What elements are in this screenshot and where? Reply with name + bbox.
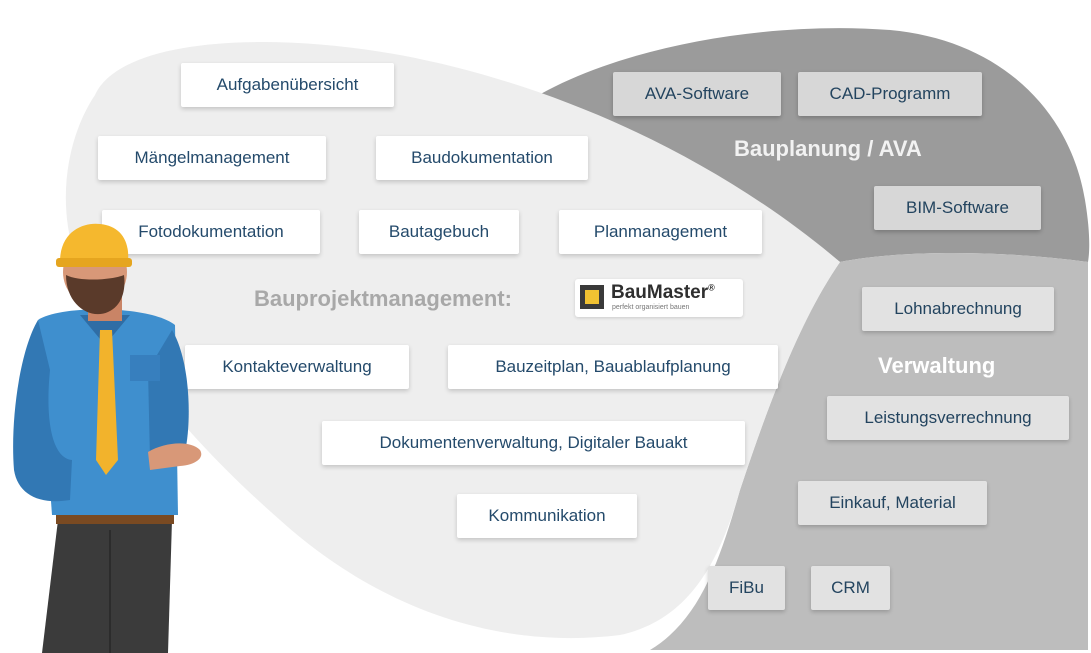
chip-leistungsverrechnung: Leistungsverrechnung xyxy=(827,396,1069,440)
logo-tagline: perfekt organisiert bauen xyxy=(612,304,690,311)
chip-fotodokumentation: Fotodokumentation xyxy=(102,210,320,254)
heading-bauprojektmanagement: Bauprojektmanagement: xyxy=(254,286,512,311)
chip-cad-programm: CAD-Programm xyxy=(798,72,982,116)
chip-bautagebuch: Bautagebuch xyxy=(359,210,519,254)
chip-aufgabenuebersicht: Aufgabenübersicht xyxy=(181,63,394,107)
chip-bim-software: BIM-Software xyxy=(874,186,1041,230)
chip-fibu: FiBu xyxy=(708,566,785,610)
logo-registered: ® xyxy=(708,282,715,293)
heading-bauplanung-ava: Bauplanung / AVA xyxy=(734,136,922,161)
chip-ava-software: AVA-Software xyxy=(613,72,781,116)
heading-verwaltung: Verwaltung xyxy=(878,353,996,378)
chip-crm: CRM xyxy=(811,566,890,610)
baumaster-logo: BauMaster® perfekt organisiert bauen xyxy=(575,279,743,317)
chip-kontakteverwaltung: Kontakteverwaltung xyxy=(185,345,409,389)
chip-maengelmanagement: Mängelmanagement xyxy=(98,136,326,180)
chip-planmanagement: Planmanagement xyxy=(559,210,762,254)
baumaster-logo-mark-icon xyxy=(580,285,604,309)
chip-dokumentenverwaltung: Dokumentenverwaltung, Digitaler Bauakt xyxy=(322,421,745,465)
chip-einkauf-material: Einkauf, Material xyxy=(798,481,987,525)
project-area xyxy=(65,42,841,639)
chip-baudokumentation: Baudokumentation xyxy=(376,136,588,180)
chip-lohnabrechnung: Lohnabrechnung xyxy=(862,287,1054,331)
construction-worker-illustration-icon xyxy=(13,223,202,653)
chip-kommunikation: Kommunikation xyxy=(457,494,637,538)
logo-wordmark: BauMaster xyxy=(611,282,709,303)
chip-bauzeitplan: Bauzeitplan, Bauablaufplanung xyxy=(448,345,778,389)
admin-area xyxy=(650,253,1088,650)
